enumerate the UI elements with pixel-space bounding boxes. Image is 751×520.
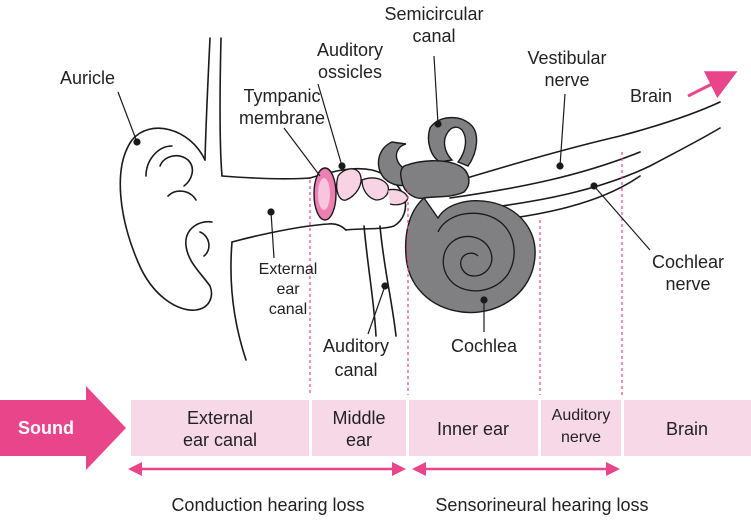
cochlea-shape [406,198,535,313]
label-semicircular-1: Semicircular [384,4,483,24]
sensorineural-hearing-loss-label: Sensorineural hearing loss [435,495,648,515]
auricle-helix [146,146,196,200]
segment-label-brain: Brain [666,419,708,439]
label-auditory-canal-2: canal [334,360,377,380]
segment-label-nerve-1: Auditory [552,407,611,424]
nerve-bundle-upper [440,102,720,186]
label-cochlea: Cochlea [451,336,518,356]
segment-label-middle-2: ear [346,430,372,450]
label-auditory-ossicles-1: Auditory [317,40,383,60]
label-cochlear-nerve-2: nerve [665,274,710,294]
label-auditory-ossicles-2: ossicles [318,62,382,82]
label-auricle: Auricle [60,68,115,88]
conduction-hearing-loss-label: Conduction hearing loss [171,495,364,515]
label-auditory-canal-1: Auditory [323,336,389,356]
tympanic-membrane-highlight [318,178,330,210]
head-outline [205,38,222,176]
label-external-canal-2: ear [276,281,300,298]
segment-label-middle-1: Middle [332,408,385,428]
semicircular-canal-shape [378,118,476,199]
segment-label-external-2: ear canal [183,430,257,450]
auricle-inner-fold [160,156,192,186]
external-ear-canal-bottom [232,224,346,242]
hearing-path-bar: Sound External ear canal Middle ear Inne… [0,386,751,470]
segment-label-nerve-2: nerve [561,429,601,446]
segment-label-external-1: External [187,408,253,428]
label-semicircular-2: canal [412,26,455,46]
label-tympanic-1: Tympanic [243,86,320,106]
range-arrows [128,462,620,476]
label-cochlear-nerve-1: Cochlear [652,252,724,272]
label-vestibular-2: nerve [544,70,589,90]
segment-label-inner: Inner ear [437,419,509,439]
external-ear-canal-top [222,176,310,179]
auricle-shape [120,128,212,310]
label-external-canal-3: canal [269,301,307,318]
auricle-lobe-fold [200,232,209,256]
label-external-canal-1: External [259,261,318,278]
sound-label: Sound [18,418,74,438]
brain-arrow [688,78,724,96]
label-brain-top: Brain [630,86,672,106]
label-tympanic-2: membrane [239,108,325,128]
label-vestibular-1: Vestibular [527,48,606,68]
